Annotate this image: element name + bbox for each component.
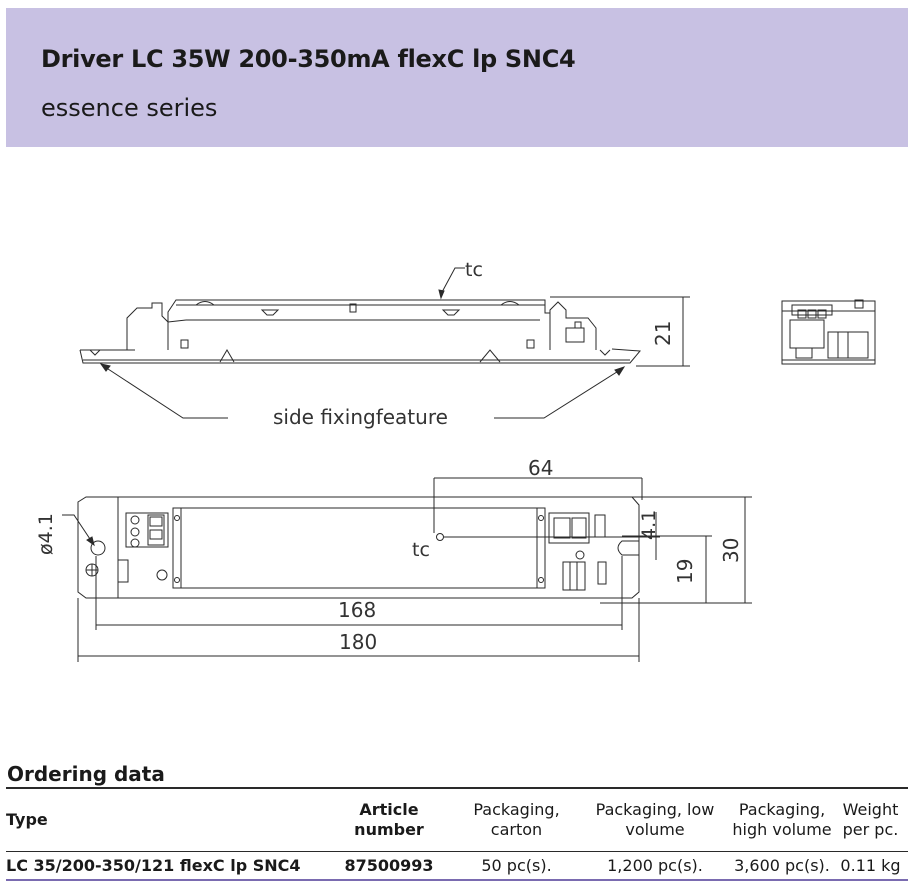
col-pack-high: Packaging, high volume xyxy=(731,787,833,852)
top-view xyxy=(62,477,752,662)
dim-slot: 4.1 xyxy=(638,510,660,540)
dim-width: 30 xyxy=(719,538,743,563)
table-header-row: Type Article number Packaging, carton Pa… xyxy=(6,787,908,852)
cell-type: LC 35/200-350/121 flexC lp SNC4 xyxy=(6,851,324,881)
product-series: essence series xyxy=(41,94,218,122)
ordering-heading: Ordering data xyxy=(7,762,165,786)
col-article: Article number xyxy=(324,787,454,852)
dim-slot-height: 19 xyxy=(673,559,697,584)
col-type: Type xyxy=(6,787,324,852)
dim-length: 180 xyxy=(339,630,377,654)
dim-hole-diameter: ø4.1 xyxy=(35,513,57,555)
col-pack-carton: Packaging, carton xyxy=(454,787,579,852)
table-row: LC 35/200-350/121 flexC lp SNC4 87500993… xyxy=(6,851,908,881)
header-banner: Driver LC 35W 200-350mA flexC lp SNC4 es… xyxy=(6,8,908,147)
side-tc-label: tc xyxy=(465,259,483,281)
cell-pack-high: 3,600 pc(s). xyxy=(731,851,833,881)
cell-pack-low: 1,200 pc(s). xyxy=(579,851,731,881)
ordering-table: Type Article number Packaging, carton Pa… xyxy=(6,787,908,881)
product-title: Driver LC 35W 200-350mA flexC lp SNC4 xyxy=(41,45,576,73)
dim-tc-offset: 64 xyxy=(528,456,553,480)
col-pack-low: Packaging, low volume xyxy=(579,787,731,852)
dim-hole-spacing: 168 xyxy=(338,598,376,622)
cell-weight: 0.11 kg xyxy=(833,851,908,881)
cell-article: 87500993 xyxy=(324,851,454,881)
cell-pack-carton: 50 pc(s). xyxy=(454,851,579,881)
top-tc-label: tc xyxy=(412,539,430,561)
side-height-dim: 21 xyxy=(651,321,675,346)
technical-drawing: tc 21 side fixingfeature 64 ø4.1 4.1 19 … xyxy=(35,259,876,662)
side-fixing-label: side fixingfeature xyxy=(273,405,448,429)
col-weight: Weight per pc. xyxy=(833,787,908,852)
end-view xyxy=(781,299,876,365)
side-view xyxy=(79,267,690,419)
